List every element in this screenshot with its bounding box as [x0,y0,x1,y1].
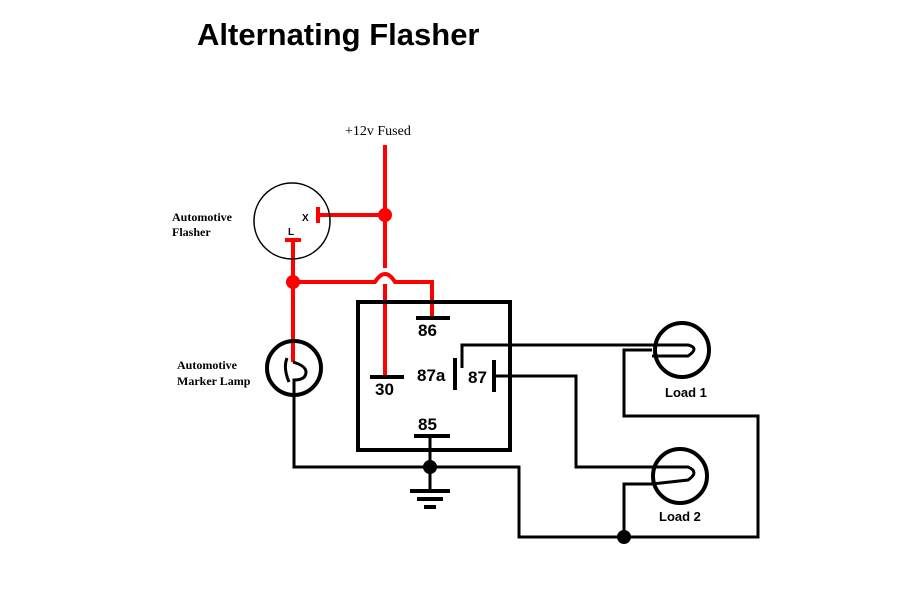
supply-label: +12v Fused [345,124,411,139]
marker-lamp-label-line1: Automotive [177,358,238,372]
load2-label: Load 2 [659,509,701,524]
junction-dot [378,208,392,222]
ground-junction-dot [423,460,437,474]
load2-lamp: Load 2 [651,447,709,524]
load1-bulb [653,321,711,379]
load2-feed-wire [494,374,652,469]
power-wiring [285,145,434,376]
flasher-pin-x-label: X [302,213,309,224]
automotive-flasher: X L Automotive Flasher [172,182,331,260]
marker-lamp: Automotive Marker Lamp [177,339,323,397]
load1-filament [652,343,696,358]
load2-bulb [651,447,709,505]
marker-lamp-filament-left [283,357,291,383]
diagram-title: Alternating Flasher [197,17,480,52]
load1-label: Load 1 [665,385,707,400]
pin86-wire [293,272,434,316]
ground-wiring [292,348,760,544]
marker-lamp-label-line2: Marker Lamp [177,374,251,388]
flasher-body [253,182,331,260]
flasher-pin-l-label: L [288,227,294,238]
load1-feed-wire [460,343,652,368]
return-wire [292,348,760,539]
relay-pin87-label: 87 [468,368,487,387]
load2-filament [651,465,696,486]
load2-return-wire [622,482,652,537]
marker-lamp-filament [292,360,308,393]
relay-pin86-label: 86 [418,321,437,340]
load1-lamp: Load 1 [652,321,711,400]
relay-pin87a-label: 87a [417,366,446,385]
junction-dot [286,275,300,289]
relay-pin30-label: 30 [375,380,394,399]
relay: 86 30 87a 87 85 [356,300,652,469]
load-junction-dot [617,530,631,544]
flasher-label-line1: Automotive [172,210,233,224]
flasher-label-line2: Flasher [172,225,211,239]
relay-pin85-label: 85 [418,415,437,434]
